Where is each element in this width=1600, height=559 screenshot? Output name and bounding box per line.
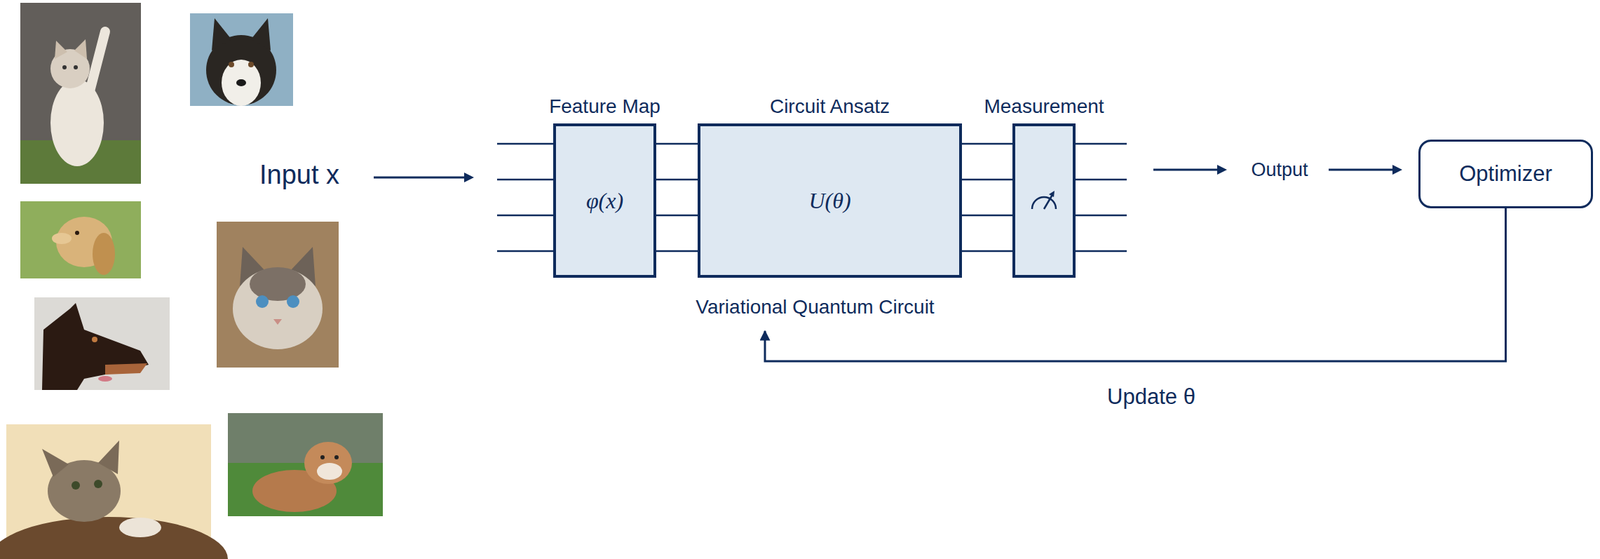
input-arrow (373, 176, 466, 179)
arrow-head (1392, 164, 1403, 175)
dog-photo (34, 297, 170, 390)
group-label: Variational Quantum Circuit (695, 295, 934, 319)
dog-ear (251, 18, 271, 51)
dog-muzzle (105, 363, 148, 375)
cat-photo (20, 2, 141, 184)
cat-paw (119, 517, 162, 538)
cat-eye (73, 65, 78, 70)
cat-head (232, 267, 323, 350)
measurement-box: Measurement (1012, 123, 1076, 278)
qubit-wire (1075, 178, 1127, 181)
photo-ground (20, 201, 141, 279)
dog-muzzle (51, 232, 72, 244)
photo-ground (227, 412, 383, 517)
dog-muzzle (316, 462, 343, 480)
arrow-head (464, 172, 474, 183)
dog-photo (20, 201, 141, 279)
qubit-wire (497, 178, 554, 181)
dog-eye (248, 61, 254, 68)
box-heading: Circuit Ansatz (769, 95, 890, 118)
qubit-wire (656, 250, 698, 253)
dog-tongue (98, 375, 113, 382)
output-label: Output (1250, 159, 1308, 181)
qubit-wire (656, 214, 698, 217)
qubit-wire (497, 250, 554, 253)
box-heading: Feature Map (548, 95, 661, 118)
photo-ground (216, 221, 339, 368)
photo-ground (34, 297, 170, 390)
dog-head (304, 441, 352, 484)
dog-eye (320, 455, 325, 460)
dog-eye (228, 61, 235, 68)
meter-needle-head (1048, 190, 1055, 198)
dog-eye (91, 336, 98, 343)
box-label: Optimizer (1459, 161, 1553, 187)
qubit-wire (961, 178, 1013, 181)
qubit-wire (1075, 250, 1127, 253)
cat-body (50, 79, 104, 167)
meter-symbol (1027, 187, 1061, 214)
photo-ground (20, 2, 141, 184)
qubit-wire (961, 143, 1013, 146)
output-arrow (1153, 168, 1219, 172)
grass (227, 462, 383, 517)
dog-photo (190, 13, 294, 106)
cat-ear (74, 39, 87, 59)
cat-eye (62, 65, 67, 70)
math-label: U(θ) (808, 187, 851, 214)
arrow-head (1217, 164, 1227, 175)
dog-face (221, 59, 261, 106)
qubit-wire (961, 250, 1013, 253)
dog-ear (211, 18, 232, 51)
qubit-wire (497, 214, 554, 217)
math-label: φ(x) (586, 187, 624, 214)
photo-ground (190, 13, 294, 106)
output-arrow (1328, 168, 1394, 172)
qubit-wire (1075, 214, 1127, 217)
feature-map-box: Feature Mapφ(x) (553, 123, 657, 278)
qubit-wire (656, 178, 698, 181)
dog-nose (236, 79, 247, 87)
cat-ear (54, 40, 68, 59)
qubit-wire (1075, 143, 1127, 146)
cushion (0, 516, 228, 559)
cat-eye (255, 295, 269, 308)
cat-ear (98, 440, 120, 474)
input-label: Input x (259, 159, 340, 191)
cat-nose (273, 319, 282, 325)
dog-ear (92, 232, 115, 275)
dog-head (42, 302, 149, 390)
optimizer-box: Optimizer (1418, 139, 1593, 209)
cat-eye (71, 480, 80, 490)
cat-fur (249, 267, 306, 301)
box-heading: Measurement (983, 95, 1104, 118)
dog-eye (75, 230, 80, 235)
cat-eye (93, 479, 103, 488)
cat-paw (89, 31, 106, 92)
cat-photo (0, 424, 228, 559)
qubit-wire (497, 143, 554, 146)
qubit-wire (656, 143, 698, 146)
circuit-group: Variational Quantum CircuitFeature Mapφ(… (539, 77, 1091, 331)
cat-eye (286, 295, 300, 308)
dog-eye (334, 455, 339, 460)
edge-label: Update θ (1104, 384, 1199, 410)
dog-photo (227, 412, 383, 517)
meter-arc (1032, 197, 1056, 209)
qubit-wire (961, 214, 1013, 217)
cat-ear (42, 448, 69, 477)
cat-photo (216, 221, 339, 368)
ansatz-box: Circuit AnsatzU(θ) (697, 123, 962, 278)
